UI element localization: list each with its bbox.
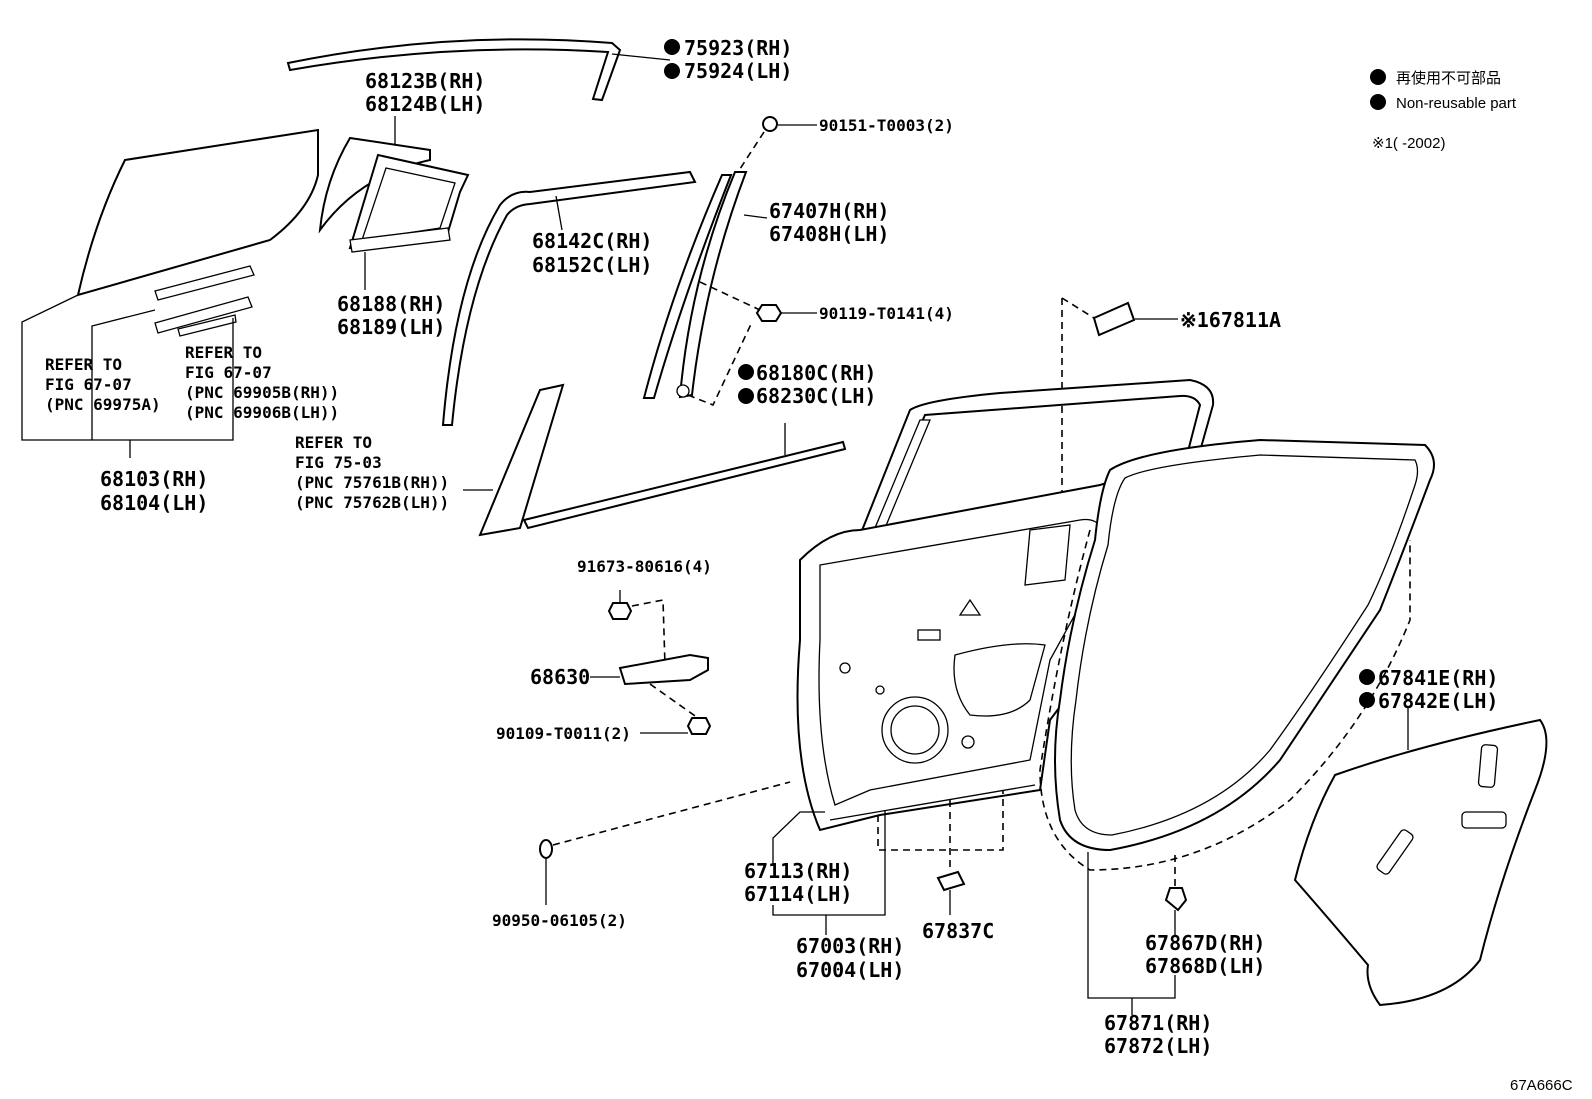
label-67407h: 67407H(RH) — [769, 199, 889, 223]
part-68630-door-check[interactable]: 91673-80616(4) 68630 90109-T0011(2) — [496, 557, 712, 743]
label-68142c: 68142C(RH) — [532, 229, 652, 253]
label-67114: 67114(LH) — [744, 882, 852, 906]
label-67408h: 67408H(LH) — [769, 222, 889, 246]
legend-line-ja: 再使用不可部品 — [1396, 70, 1501, 87]
legend-line-en: Non-reusable part — [1396, 95, 1517, 112]
label-68123b: 68123B(RH) — [365, 69, 485, 93]
label-68230c: 68230C(LH) — [756, 384, 876, 408]
label-68103: 68103(RH) — [100, 467, 208, 491]
part-75923-molding[interactable]: 75923(RH) 75924(LH) — [286, 36, 792, 102]
refer-line: REFER TO — [45, 355, 122, 374]
part-67407h-sash[interactable]: 67407H(RH) 67408H(LH) — [642, 171, 889, 399]
non-reusable-bullet-icon — [1359, 692, 1375, 708]
label-67837c: 67837C — [922, 919, 994, 943]
part-90950-hole-plug[interactable]: 90950-06105(2) — [492, 781, 791, 930]
refer-line: (PNC 75761B(RH)) — [295, 473, 449, 492]
refer-line: (PNC 69905B(RH)) — [185, 383, 339, 402]
part-67871-label[interactable]: 67871(RH) 67872(LH) — [1087, 852, 1212, 1058]
part-68180c-weatherstrip[interactable]: 68180C(RH) 68230C(LH) — [522, 361, 876, 530]
part-90119-screw[interactable]: 90119-T0141(4) — [687, 281, 954, 407]
part-68103-door-glass[interactable]: 68103(RH) 68104(LH) — [21, 128, 319, 515]
bolt-icon — [686, 717, 712, 735]
part-68142c-run-channel[interactable]: 68142C(RH) 68152C(LH) — [441, 170, 697, 426]
part-67837c-clip[interactable]: 67837C — [922, 800, 994, 943]
label-68189: 68189(LH) — [337, 315, 445, 339]
part-67871-weatherstrip[interactable] — [1039, 438, 1435, 871]
label-68180c: 68180C(RH) — [756, 361, 876, 385]
label-68104: 68104(LH) — [100, 491, 208, 515]
part-68123b-quarter-glass[interactable]: 68123B(RH) 68124B(LH) 68188(RH) 68189(LH… — [318, 69, 485, 339]
label-68188: 68188(RH) — [337, 292, 445, 316]
legend-bullet-icon — [1370, 94, 1386, 110]
label-68152c: 68152C(LH) — [532, 253, 652, 277]
label-68630: 68630 — [530, 665, 590, 689]
clip-icon — [936, 870, 966, 892]
bolt-icon — [607, 602, 633, 620]
screw-icon — [755, 304, 783, 322]
label-90950: 90950-06105(2) — [492, 911, 627, 930]
label-75924: 75924(LH) — [684, 59, 792, 83]
label-67004: 67004(LH) — [796, 958, 904, 982]
part-67003-label[interactable]: 67003(RH) 67004(LH) — [772, 810, 904, 982]
refer-line: (PNC 69975A) — [45, 395, 161, 414]
label-90119: 90119-T0141(4) — [819, 304, 954, 323]
label-91673: 91673-80616(4) — [577, 557, 712, 576]
part-90151-screw[interactable]: 90151-T0003(2) — [737, 116, 954, 173]
legend-note: ※1( -2002) — [1372, 135, 1445, 152]
refer-line: REFER TO — [185, 343, 262, 362]
non-reusable-bullet-icon — [1359, 669, 1375, 685]
plug-icon — [539, 839, 553, 859]
legend-bullet-icon — [1370, 69, 1386, 85]
label-90151: 90151-T0003(2) — [819, 116, 954, 135]
legend: 再使用不可部品 Non-reusable part ※1( -2002) — [1370, 69, 1517, 152]
screw-icon — [762, 116, 778, 132]
non-reusable-bullet-icon — [738, 364, 754, 380]
part-67811a-pad[interactable]: ※167811A — [1061, 297, 1281, 600]
label-67003: 67003(RH) — [796, 934, 904, 958]
label-67841e: 67841E(RH) — [1378, 666, 1498, 690]
refer-note-69905b: REFER TO FIG 67-07 (PNC 69905B(RH)) (PNC… — [185, 343, 339, 422]
part-67867d-clip[interactable]: 67867D(RH) 67868D(LH) — [1145, 855, 1265, 978]
figure-code: 67A666C — [1510, 1077, 1573, 1094]
label-90109: 90109-T0011(2) — [496, 724, 631, 743]
label-67113: 67113(RH) — [744, 859, 852, 883]
label-68124b: 68124B(LH) — [365, 92, 485, 116]
label-67867d: 67867D(RH) — [1145, 931, 1265, 955]
label-67872: 67872(LH) — [1104, 1034, 1212, 1058]
refer-line: FIG 67-07 — [45, 375, 132, 394]
label-67811a: ※167811A — [1180, 308, 1281, 332]
label-67842e: 67842E(LH) — [1378, 689, 1498, 713]
refer-line: (PNC 75762B(LH)) — [295, 493, 449, 512]
non-reusable-bullet-icon — [664, 63, 680, 79]
label-75923: 75923(RH) — [684, 36, 792, 60]
refer-line: (PNC 69906B(LH)) — [185, 403, 339, 422]
part-67841e-hole-cover[interactable]: 67841E(RH) 67842E(LH) — [1293, 666, 1548, 1007]
part-rear-garnish[interactable]: REFER TO FIG 75-03 (PNC 75761B(RH)) (PNC… — [295, 383, 565, 537]
refer-line: REFER TO — [295, 433, 372, 452]
label-67868d: 67868D(LH) — [1145, 954, 1265, 978]
non-reusable-bullet-icon — [738, 388, 754, 404]
refer-line: FIG 75-03 — [295, 453, 382, 472]
label-67871: 67871(RH) — [1104, 1011, 1212, 1035]
refer-note-69975a: REFER TO FIG 67-07 (PNC 69975A) — [45, 355, 161, 414]
part-67113-label[interactable]: 67113(RH) 67114(LH) — [744, 811, 852, 906]
refer-line: FIG 67-07 — [185, 363, 272, 382]
non-reusable-bullet-icon — [664, 39, 680, 55]
clip-icon — [1164, 887, 1188, 912]
speaker-hole-icon — [881, 696, 949, 764]
